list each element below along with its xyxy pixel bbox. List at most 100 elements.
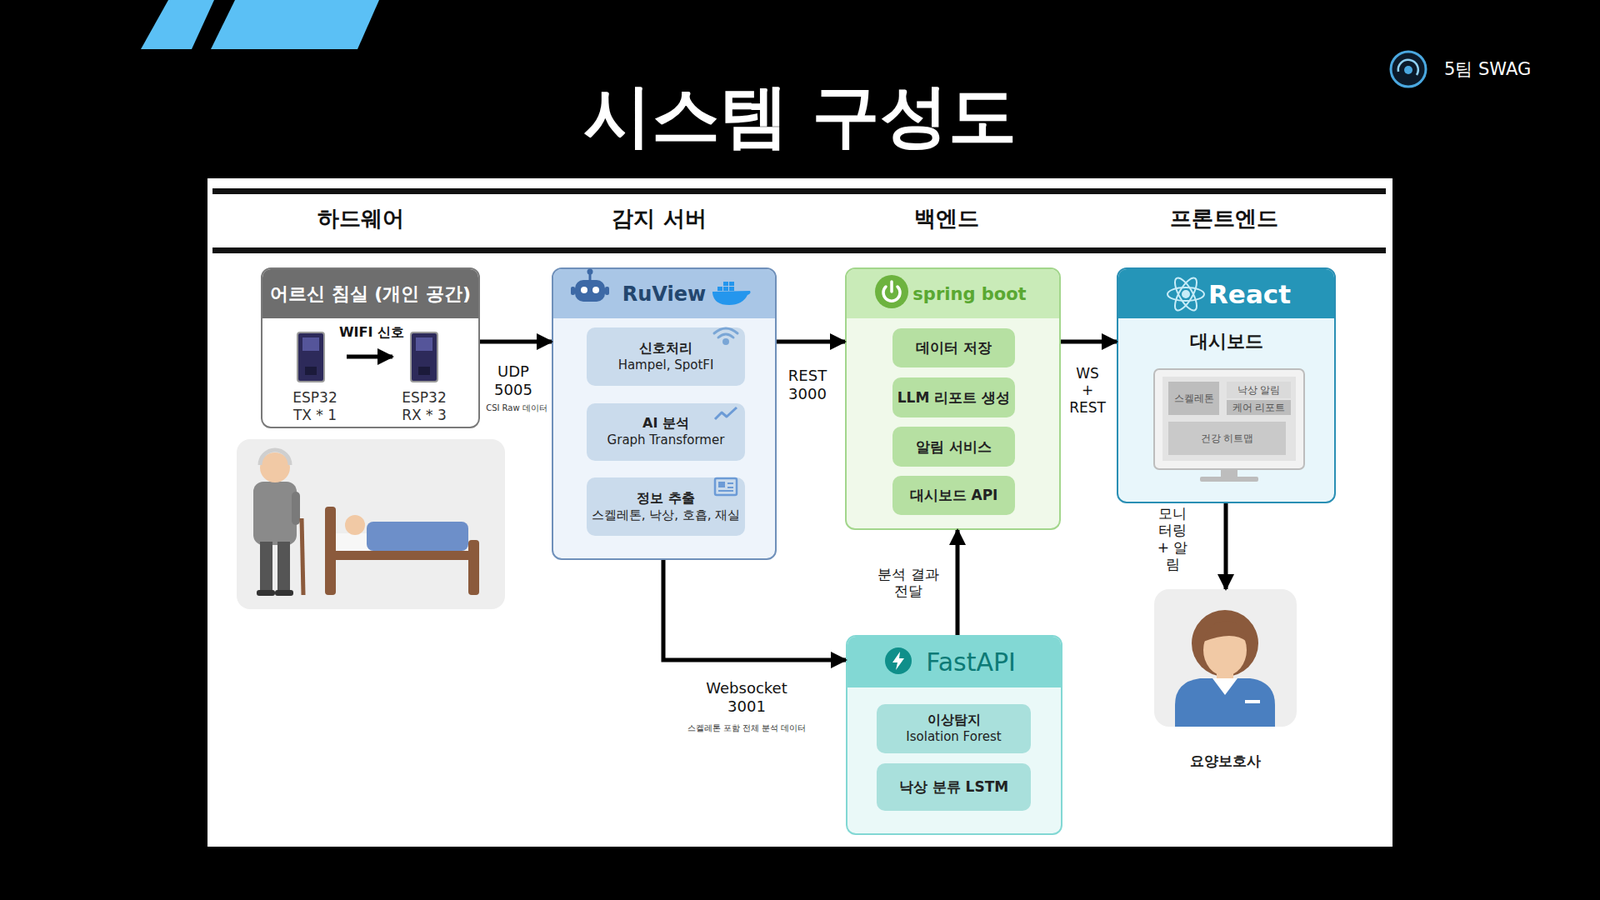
box-heading: 대시보드 (1118, 329, 1335, 355)
elderly-illustration (236, 439, 505, 610)
component-box: React대시보드스켈레톤낙상 알림케어 리포트건강 히트맵 (1116, 267, 1336, 504)
device-label: ESP32 RX * 3 (392, 389, 456, 424)
caregiver-box: 요양보호사 (1154, 589, 1297, 727)
connector-arrow (346, 355, 393, 360)
caregiver-illustration (1191, 610, 1259, 677)
card-icon (715, 478, 737, 495)
team-logo (1390, 51, 1426, 87)
edge-note: CSI Raw 데이터 (485, 402, 548, 415)
wifi-icon (714, 328, 738, 345)
module-text: 데이터 저장 (915, 338, 992, 357)
react-icon (1167, 287, 1205, 301)
caregiver-illustration (1203, 621, 1247, 643)
monitor-illustration (1154, 369, 1305, 482)
corner-stripes (140, 0, 380, 50)
box-title: RuView (622, 282, 706, 306)
elderly-illustration (345, 515, 365, 535)
module-text: 낙상 분류 LSTM (899, 777, 1009, 796)
robot-icon (605, 286, 610, 295)
connector-arrow (776, 340, 845, 345)
column-header: 하드웨어 (317, 204, 405, 234)
tile-text: 스켈레톤 (1174, 391, 1215, 406)
column-header: 프론트엔드 (1170, 204, 1279, 234)
react-icon (1167, 275, 1205, 314)
module-text: 알림 서비스 (915, 437, 992, 456)
corner-stripes (210, 0, 380, 50)
elderly-illustration (236, 439, 505, 610)
docker-icon (729, 286, 735, 291)
esp32-board (302, 337, 320, 351)
edge-label: WS + REST (1070, 365, 1105, 416)
header-rule (212, 188, 1386, 254)
edge-label: Websocket 3001 (705, 679, 789, 715)
connector-arrow (1060, 340, 1117, 345)
tile-text: 케어 리포트 (1232, 400, 1286, 415)
fastapi-icon (885, 647, 912, 675)
edge-label: WIFI 신호 (339, 324, 405, 340)
spring-icon (875, 275, 909, 309)
module-box: LLM 리포트 생성 (892, 377, 1015, 418)
corner-stripes (140, 0, 215, 50)
diagram-panel (207, 178, 1393, 847)
elderly-illustration (253, 481, 297, 545)
slide-title: 시스템 구성도 (0, 76, 1600, 155)
box-header: spring boot (846, 269, 1060, 319)
module-box: 신호처리Hampel, SpotFI (586, 327, 745, 386)
card-icon (718, 490, 734, 492)
module-box: 이상탐지Isolation Forest (876, 704, 1031, 754)
connector-arrow (1224, 503, 1229, 590)
device-label: ESP32 TX * 1 (283, 389, 347, 424)
robot-icon (570, 269, 610, 303)
fastapi-icon (885, 647, 912, 675)
esp32-board (297, 332, 325, 382)
box-header: RuView (553, 269, 775, 319)
monitor-illustration (1162, 376, 1296, 461)
module-text: 정보 추출 (636, 490, 695, 508)
spring-icon (875, 275, 909, 309)
team-logo (1404, 65, 1413, 75)
role-label: 요양보호사 (1137, 751, 1314, 771)
docker-icon (717, 286, 723, 291)
module-box: 정보 추출스켈레톤, 낙상, 호흡, 재실 (586, 477, 745, 536)
react-icon (1170, 275, 1201, 314)
elderly-illustration (275, 590, 294, 596)
component-box: 어르신 침실 (개인 공간) ESP32 TX * 1 ESP32 RX * 3 (260, 267, 480, 429)
team-name: 5팀 SWAG (1444, 57, 1531, 81)
module-box: 데이터 저장 (892, 328, 1015, 368)
caregiver-illustration (1212, 678, 1238, 695)
module-text: AI 분석 (642, 415, 690, 433)
tile-text: 낙상 알림 (1237, 383, 1281, 398)
card-icon (727, 482, 734, 485)
device-board: ESP32 TX * 1 (283, 329, 347, 424)
component-box: spring boot 데이터 저장 LLM 리포트 생성알림 서비스대시보드 AP… (845, 267, 1061, 530)
box-title: React (1208, 279, 1291, 310)
module-text: 대시보드 API (910, 485, 999, 505)
robot-icon (575, 280, 605, 302)
robot-icon (589, 273, 592, 280)
dashboard-tile: 스켈레톤 (1168, 381, 1220, 415)
elderly-illustration (260, 541, 273, 592)
docker-icon (723, 286, 729, 291)
module-box: 낙상 분류 LSTM (876, 763, 1031, 811)
caregiver-illustration (1203, 624, 1247, 676)
edge-label: 모니터링 + 알림 (1155, 505, 1190, 574)
elderly-illustration (260, 450, 290, 465)
wifi-icon (714, 328, 738, 334)
module-box: AI 분석Graph Transformer (586, 403, 745, 461)
elderly-illustration (468, 540, 480, 595)
box-title: 어르신 침실 (개인 공간) (270, 281, 471, 307)
docker-icon (723, 281, 729, 286)
elderly-illustration (325, 550, 480, 560)
card-icon (727, 486, 734, 489)
robot-icon (570, 286, 575, 295)
module-text: Hampel, SpotFI (618, 357, 715, 375)
esp32-board (305, 366, 317, 375)
esp32-board (415, 337, 433, 351)
box-header: 어르신 침실 (개인 공간) (262, 269, 479, 319)
caregiver-illustration (1216, 665, 1234, 682)
component-box: FastAPI이상탐지Isolation Forest낙상 분류 LSTM (845, 635, 1063, 835)
elderly-illustration (277, 541, 290, 592)
react-icon (1170, 275, 1201, 314)
module-box: 대시보드 API (892, 475, 1015, 515)
docker-icon (712, 290, 751, 305)
